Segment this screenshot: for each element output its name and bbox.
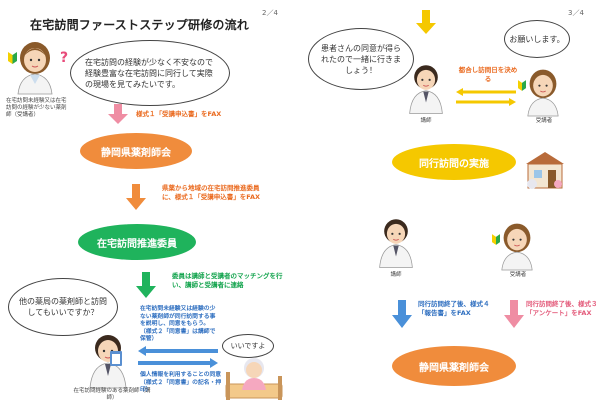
step3-note: 委員は講師と受講者のマッチングを行い、講師と受講者に連絡 xyxy=(172,272,283,289)
trainee-label-2: 受講者 xyxy=(509,272,527,278)
page-title: 在宅訪問ファーストステップ研修の流れ xyxy=(30,18,250,32)
step1-note: 様式１「受講申込書」をFAX xyxy=(136,110,222,118)
org-label: 静岡県薬剤師会 xyxy=(419,362,489,374)
trainee-label: 在宅訪問未経験又は在宅訪問の経験が少ない薬剤師（受講者） xyxy=(6,98,67,118)
privacy-note: 個人情報を利用することの同意（様式２「同意書」の記名・押印） xyxy=(140,372,222,393)
explain-note: 在宅訪問未経験又は経験の少ない薬剤師が同行訪問する事を説明し、同意をもらう。（様… xyxy=(140,306,216,342)
pink-down-arrow xyxy=(504,300,524,328)
beginner-mark-icon xyxy=(8,52,17,64)
beginner-mark-icon xyxy=(518,80,526,91)
pharmacist-male-icon xyxy=(379,219,413,268)
trainee-speech-bubble: お願いします。 xyxy=(504,20,570,58)
lecturer-label: 在宅訪問経験のある薬剤師（講師） xyxy=(73,388,151,401)
page-number: 3／4 xyxy=(568,9,584,17)
joint-visit-oval: 同行訪問の実施 xyxy=(392,144,516,180)
left-page: 2／4 在宅訪問ファーストステップ研修の流れ ? 在宅訪問の経験が少なく不安なの… xyxy=(6,9,283,401)
orange-down-arrow xyxy=(126,184,146,210)
right-page: 3／4 患者さんの同意が得られたので一緒に行きましょう！ お願いします。 講師 … xyxy=(300,0,600,410)
elderly-patient-icon xyxy=(225,358,283,400)
green-down-arrow xyxy=(136,272,156,298)
schedule-arrows xyxy=(456,88,516,106)
pharmacist-male-icon xyxy=(89,335,127,389)
trainee-fax-note: 同行訪問終了後、様式３「アンケート」をFAX xyxy=(526,300,598,317)
lecturer-label-2: 講師 xyxy=(390,272,402,278)
pharmacist-female-icon xyxy=(501,223,533,271)
clipboard-icon xyxy=(110,351,122,366)
lecturer-label: 講師 xyxy=(420,118,432,124)
question-mark: ? xyxy=(60,50,69,66)
shizuoka-pharma-assoc-oval: 静岡県薬剤師会 xyxy=(80,133,192,169)
pink-down-arrow xyxy=(108,104,128,124)
org-label: 静岡県薬剤師会 xyxy=(101,147,171,159)
beginner-mark-icon xyxy=(492,234,500,245)
patient-speech-bubble: いいですよ xyxy=(222,334,274,358)
yellow-down-arrow xyxy=(416,10,436,34)
exchange-arrows xyxy=(138,346,218,368)
page-number: 2／4 xyxy=(262,9,278,17)
lecturer-speech-bubble: 患者さんの同意が得られたので一緒に行きましょう！ xyxy=(308,28,414,90)
trainee-label: 受講者 xyxy=(535,118,553,124)
lecturer-speech-bubble: 他の薬局の薬剤師と訪問してもいいですか？ xyxy=(8,278,118,336)
pharmacy-building-icon xyxy=(526,152,564,189)
pharmacist-female-icon xyxy=(527,69,559,117)
committee-label: 在宅訪問推進委員 xyxy=(97,238,177,250)
visit-label: 同行訪問の実施 xyxy=(419,158,489,170)
trainee-speech-text: 在宅訪問の経験が少なく不安なので経験豊富な在宅訪問に同行して実際の現場を見てみた… xyxy=(85,57,213,89)
lecturer-fax-note: 同行訪問終了後、様式４「報告書」をFAX xyxy=(418,300,490,317)
home-visit-committee-oval: 在宅訪問推進委員 xyxy=(78,224,196,260)
patient-speech-text: いいですよ xyxy=(230,341,266,350)
pharmacist-male-icon xyxy=(409,65,443,114)
shizuoka-pharma-assoc-oval: 静岡県薬剤師会 xyxy=(392,346,516,386)
schedule-note: 都合し訪問日を決める xyxy=(458,66,518,83)
blue-down-arrow xyxy=(392,300,412,328)
trainee-speech-bubble: 在宅訪問の経験が少なく不安なので経験豊富な在宅訪問に同行して実際の現場を見てみた… xyxy=(70,40,230,106)
pharmacist-female-icon xyxy=(17,42,53,95)
trainee-speech-text: お願いします。 xyxy=(509,34,565,44)
lecturer-speech-text: 患者さんの同意が得られたので一緒に行きましょう！ xyxy=(321,43,401,75)
lecturer-speech-text: 他の薬局の薬剤師と訪問してもいいですか？ xyxy=(19,297,107,317)
step2-note: 県薬から地域の在宅訪問推進委員に、様式１「受講申込書」をFAX xyxy=(162,184,261,201)
